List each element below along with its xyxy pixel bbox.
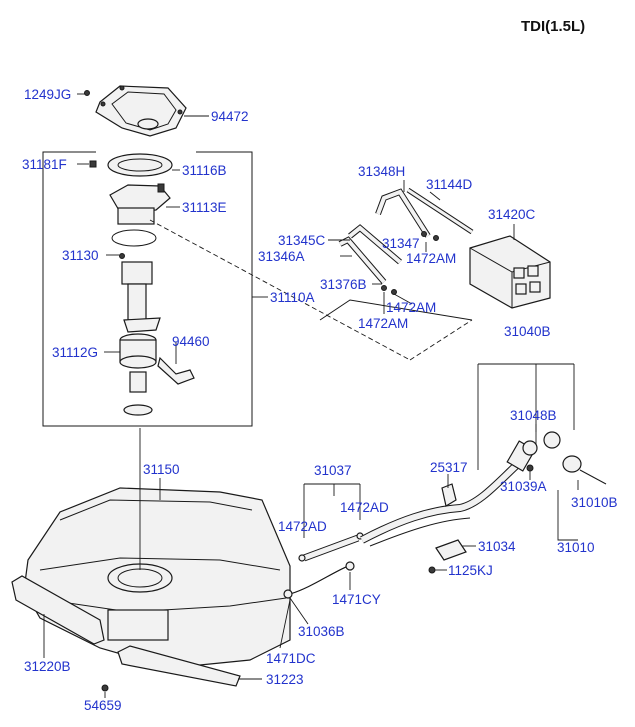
label-1472AM-a: 1472AM — [406, 251, 456, 266]
label-31130: 31130 — [62, 248, 99, 263]
o-ring-icon — [111, 229, 157, 247]
label-31110A: 31110A — [270, 290, 315, 305]
screw-icon — [84, 90, 90, 96]
fuel-pump-body — [121, 261, 161, 333]
pump-cover-plate — [95, 85, 187, 137]
label-1472AM-b: 1472AM — [386, 300, 436, 315]
label-31116B: 31116B — [182, 163, 227, 178]
label-31040B: 31040B — [504, 324, 551, 339]
label-1472AD-b: 1472AD — [340, 500, 389, 515]
vapor-hose-upper — [375, 188, 431, 238]
vent-hose — [298, 532, 364, 562]
label-94472: 94472 — [211, 109, 249, 124]
fuel-sender-unit — [157, 356, 195, 385]
label-1125KJ: 1125KJ — [448, 563, 493, 578]
label-31034: 31034 — [478, 539, 516, 554]
label-31144D: 31144D — [426, 177, 473, 192]
tank-strap-right — [117, 645, 241, 687]
label-31036B: 31036B — [298, 624, 345, 639]
label-31048B: 31048B — [510, 408, 557, 423]
pump-flange — [109, 183, 171, 225]
label-1472AM-c: 1472AM — [358, 316, 408, 331]
filler-neck-pipe — [360, 431, 561, 547]
hose-bracket — [441, 483, 457, 507]
label-1249JG: 1249JG — [24, 87, 71, 102]
label-94460: 94460 — [172, 334, 210, 349]
label-31010: 31010 — [557, 540, 595, 555]
label-31345C: 31345C — [278, 233, 326, 248]
label-31181F: 31181F — [22, 157, 67, 172]
canister-hose — [406, 187, 474, 235]
label-31150: 31150 — [143, 462, 180, 477]
label-31223: 31223 — [266, 672, 304, 687]
label-1472AD-a: 1472AD — [278, 519, 327, 534]
label-31010B: 31010B — [571, 495, 618, 510]
label-31039A: 31039A — [500, 479, 547, 494]
fuel-tank — [23, 487, 291, 669]
pump-cover-ring — [107, 153, 173, 177]
label-31112G: 31112G — [52, 345, 98, 360]
tank-strap-left — [11, 575, 105, 645]
neck-bracket — [435, 539, 467, 561]
label-54659: 54659 — [84, 698, 122, 713]
part-labels: 1249JG 94472 31181F 31116B 31113E 31130 … — [22, 87, 618, 713]
fuel-cap — [562, 455, 607, 485]
label-25317: 25317 — [430, 460, 468, 475]
filler-hose — [283, 561, 355, 599]
label-31220B: 31220B — [24, 659, 71, 674]
bolt-icon — [89, 160, 97, 168]
charcoal-canister — [469, 235, 551, 309]
label-31376B: 31376B — [320, 277, 367, 292]
label-31113E: 31113E — [182, 200, 227, 215]
label-31347: 31347 — [382, 236, 420, 251]
label-31037: 31037 — [314, 463, 352, 478]
diagram-title: TDI(1.5L) — [521, 18, 585, 35]
label-31420C: 31420C — [488, 207, 536, 222]
label-1471DC: 1471DC — [266, 651, 316, 666]
label-1471CY: 1471CY — [332, 592, 381, 607]
bolt-icon — [101, 684, 109, 692]
label-31348H: 31348H — [358, 164, 405, 179]
fuel-filter — [119, 333, 157, 416]
label-31346A: 31346A — [258, 249, 305, 264]
